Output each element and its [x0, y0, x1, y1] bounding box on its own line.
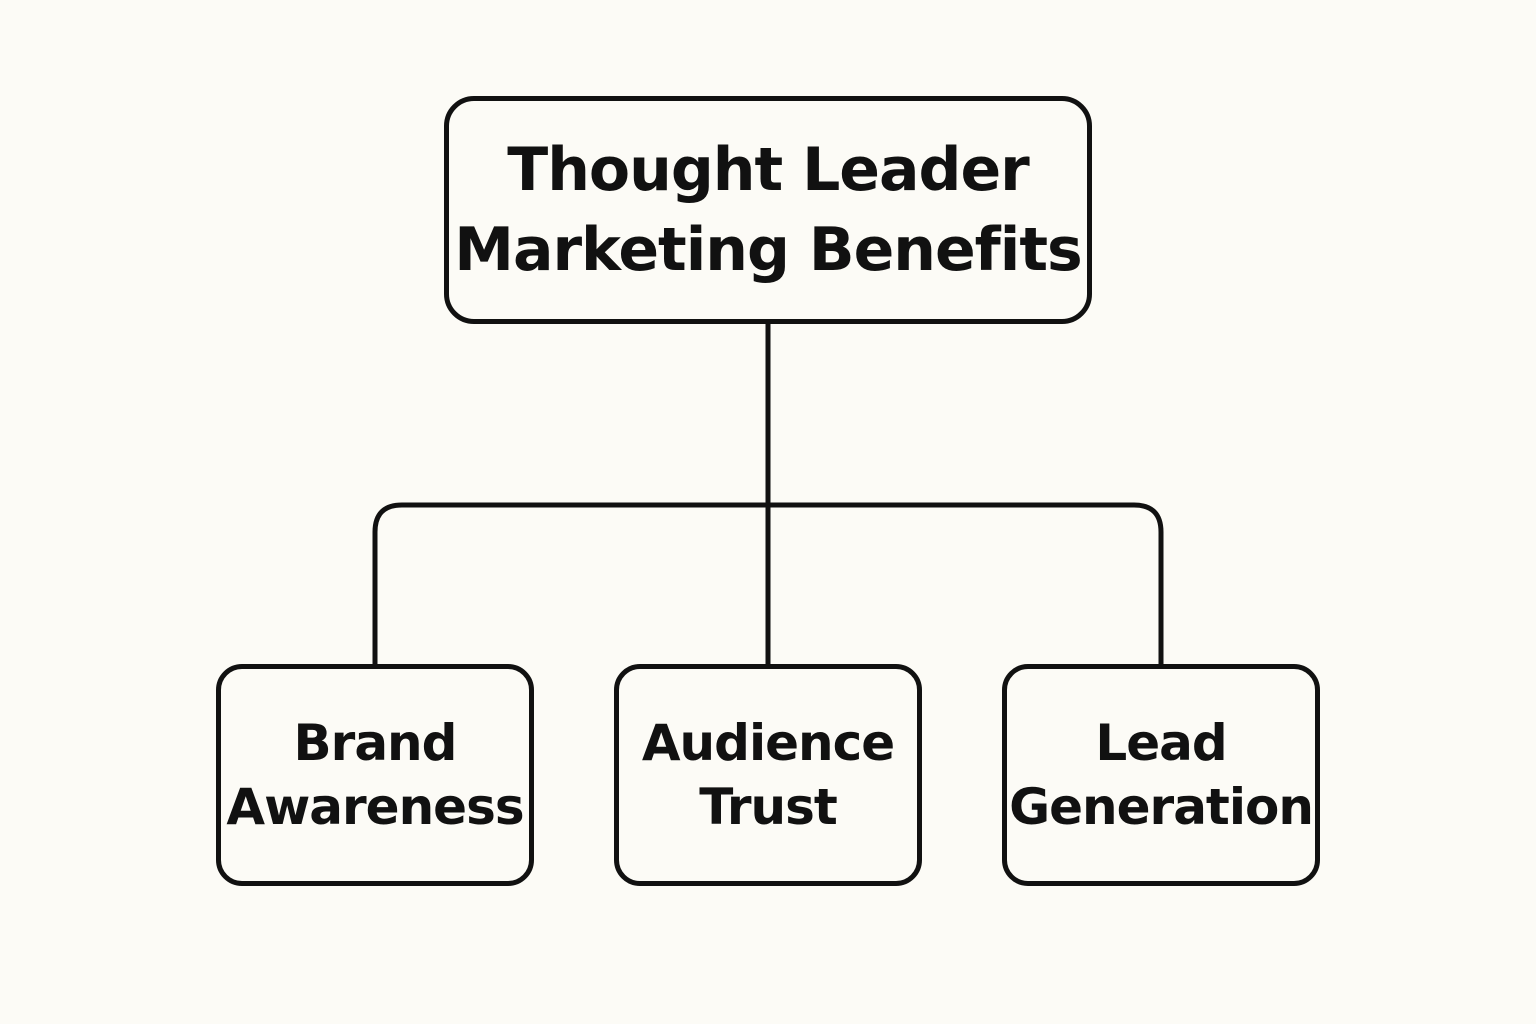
child-node-label-line-2: Trust: [699, 778, 838, 836]
child-node-lead-generation: Lead Generation: [1002, 664, 1320, 886]
root-title-line-1: Thought Leader: [507, 135, 1029, 205]
child-node-label-line-1: Brand: [293, 714, 458, 772]
child-node-label-line-2: Generation: [1009, 778, 1314, 836]
root-node: Thought Leader Marketing Benefits: [444, 96, 1092, 324]
root-title-line-2: Marketing Benefits: [454, 215, 1082, 285]
branch-connector: [372, 502, 1164, 664]
child-node-brand-awareness: Brand Awareness: [216, 664, 534, 886]
child-node-label-line-1: Audience: [641, 714, 895, 772]
child-node-audience-trust: Audience Trust: [614, 664, 922, 886]
child-node-label-line-2: Awareness: [226, 778, 524, 836]
child-node-label-line-1: Lead: [1095, 714, 1227, 772]
